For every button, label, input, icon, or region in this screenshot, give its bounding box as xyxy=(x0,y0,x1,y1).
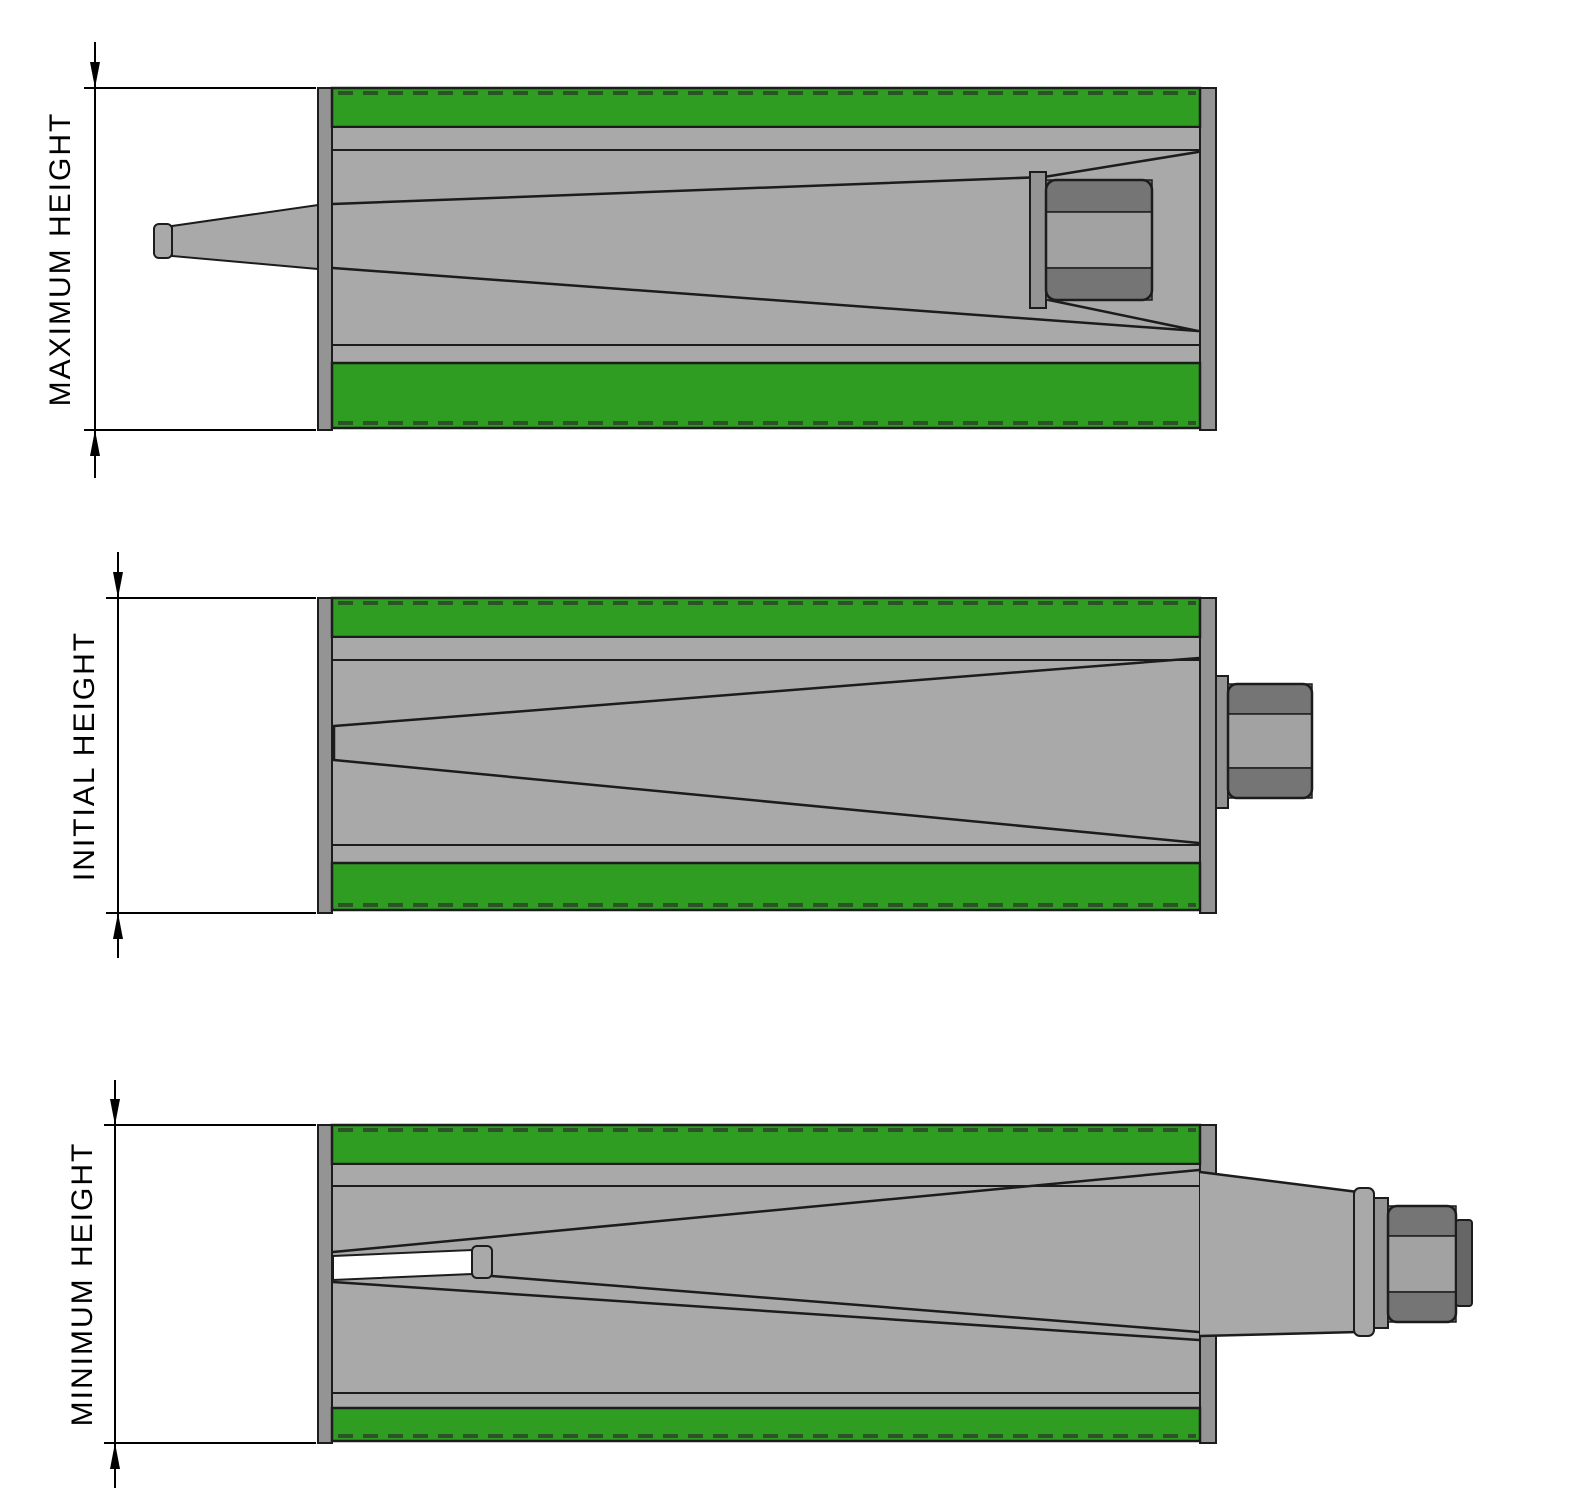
wedge-nose-cap xyxy=(471,1245,493,1279)
top-plate xyxy=(331,126,1201,151)
bolt-head-outline xyxy=(1044,178,1154,302)
left-end-face xyxy=(317,87,333,431)
bolt-head-top-facet xyxy=(1387,1205,1457,1237)
left-end-face xyxy=(317,597,333,914)
dimension-arrow-bottom xyxy=(113,913,123,939)
wedge-bottom-edge xyxy=(331,266,1200,333)
bottom-pad xyxy=(330,361,1202,430)
wedge-protrusion-bottom-edge xyxy=(1198,1330,1360,1338)
wedge-nose xyxy=(171,203,319,271)
figure-initial-height: INITIAL HEIGHT xyxy=(68,552,1314,958)
bolt-flange xyxy=(1373,1197,1389,1329)
dimension-label: MAXIMUM HEIGHT xyxy=(44,112,77,407)
right-end-face xyxy=(1199,87,1217,431)
lower-contact-edge xyxy=(1042,297,1200,333)
figure-minimum-height: MINIMUM HEIGHT xyxy=(66,1080,1473,1488)
wedge-protrusion xyxy=(1200,1172,1360,1336)
bottom-pad xyxy=(330,861,1202,912)
bolt-head-bottom-facet xyxy=(1045,267,1153,301)
upper-contact-edge xyxy=(331,1168,1201,1254)
bottom-plate xyxy=(331,1392,1201,1409)
bottom-plate xyxy=(331,344,1201,364)
adjustment-bolt-minimum xyxy=(1373,1197,1473,1329)
bolt-head-top-facet xyxy=(1227,683,1313,715)
middle-body xyxy=(331,1185,1201,1394)
dimension-label: INITIAL HEIGHT xyxy=(68,631,101,881)
bolt-head-outline xyxy=(1226,682,1314,800)
upper-contact-edge xyxy=(1042,150,1200,179)
bolt-flange xyxy=(1215,675,1229,809)
bolt-head-bottom-facet xyxy=(1227,767,1313,799)
figure-maximum-height: MAXIMUM HEIGHT xyxy=(44,42,1217,478)
bolt-head-mid-facet xyxy=(1227,713,1313,769)
wedge-mount-maximum xyxy=(153,86,1217,431)
dimension-maximum-height: MAXIMUM HEIGHT xyxy=(44,42,316,478)
wedge-bottom-edge xyxy=(332,758,1201,845)
wedge-nose-cap xyxy=(153,223,173,259)
bolt-shank-end xyxy=(1455,1219,1473,1307)
dimension-arrow-top xyxy=(90,62,100,88)
lower-plate-top-edge xyxy=(331,1280,1201,1342)
bolt-head-bottom-facet xyxy=(1387,1291,1457,1323)
dimension-arrow-bottom xyxy=(110,1443,120,1469)
wedge-top-edge xyxy=(331,175,1046,206)
empty-wedge-slot xyxy=(332,1248,473,1282)
top-plate xyxy=(331,636,1201,661)
bolt-head-mid-facet xyxy=(1387,1235,1457,1293)
bolt-head-top-facet xyxy=(1045,179,1153,213)
bolt-head-mid-facet xyxy=(1045,211,1153,269)
wedge-mount-initial xyxy=(317,596,1314,914)
adjustment-bolt-initial xyxy=(1215,675,1314,809)
wedge-protrusion-top-edge xyxy=(1198,1170,1360,1194)
dimension-arrow-top xyxy=(113,572,123,598)
dimension-arrow-top xyxy=(110,1099,120,1125)
right-end-face xyxy=(1199,597,1217,914)
adjustment-bolt-maximum xyxy=(1029,171,1154,309)
bottom-plate xyxy=(331,844,1201,864)
wedge-top-edge xyxy=(332,656,1201,728)
wedge-mount-minimum xyxy=(317,1123,1473,1444)
dimension-label: MINIMUM HEIGHT xyxy=(66,1142,99,1427)
left-end-face xyxy=(317,1124,333,1444)
bolt-flange xyxy=(1029,171,1047,309)
wedge-thick-end-cap xyxy=(1353,1187,1375,1337)
dimension-initial-height: INITIAL HEIGHT xyxy=(68,552,316,958)
wedge-bottom-edge xyxy=(490,1274,1201,1334)
dimension-arrow-bottom xyxy=(90,430,100,456)
dimension-minimum-height: MINIMUM HEIGHT xyxy=(66,1080,316,1488)
middle-body xyxy=(331,659,1201,846)
